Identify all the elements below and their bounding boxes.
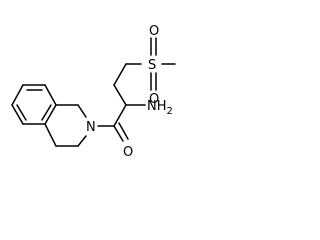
atom-label-ring-nitrogen: N — [86, 120, 96, 135]
atom-label-amine-text: NH — [147, 99, 167, 114]
bond-ring-c3-c4 — [44, 104, 57, 125]
atom-label-sulfonyl-oxygen-bottom: O — [149, 92, 159, 107]
bond-ch2-ch2 — [113, 63, 127, 86]
bond-calpha-ch2 — [113, 84, 127, 106]
bond-carbonyl-oxygen — [113, 125, 124, 142]
bond-ring-c5-c6-inner — [16, 104, 27, 121]
bond-ring-c6-c1 — [11, 84, 24, 106]
bond-ring-c2-c3 — [44, 84, 57, 106]
atom-label-carbonyl-oxygen: O — [123, 145, 133, 160]
atom-label-group: S O O NH2 N O — [86, 24, 173, 160]
bond-ring-c3-c4-inner — [41, 104, 52, 121]
bond-ch2a-n — [77, 104, 87, 118]
atom-label-sulfur: S — [148, 58, 156, 73]
bond-carbonyl-calpha — [113, 104, 127, 127]
bond-carbonyl-oxygen-double — [118, 122, 129, 140]
atom-label-sulfonyl-oxygen-top: O — [149, 24, 159, 39]
chemical-structure-diagram: S O O NH2 N O — [11, 24, 176, 160]
atom-label-amine: NH2 — [147, 99, 173, 117]
atom-label-amine-subscript: 2 — [167, 106, 173, 117]
bond-ch2c-c4 — [44, 123, 57, 147]
bond-n-ch2b — [77, 135, 87, 147]
bond-group — [11, 37, 176, 147]
bond-ring-c5-c6 — [11, 104, 24, 125]
